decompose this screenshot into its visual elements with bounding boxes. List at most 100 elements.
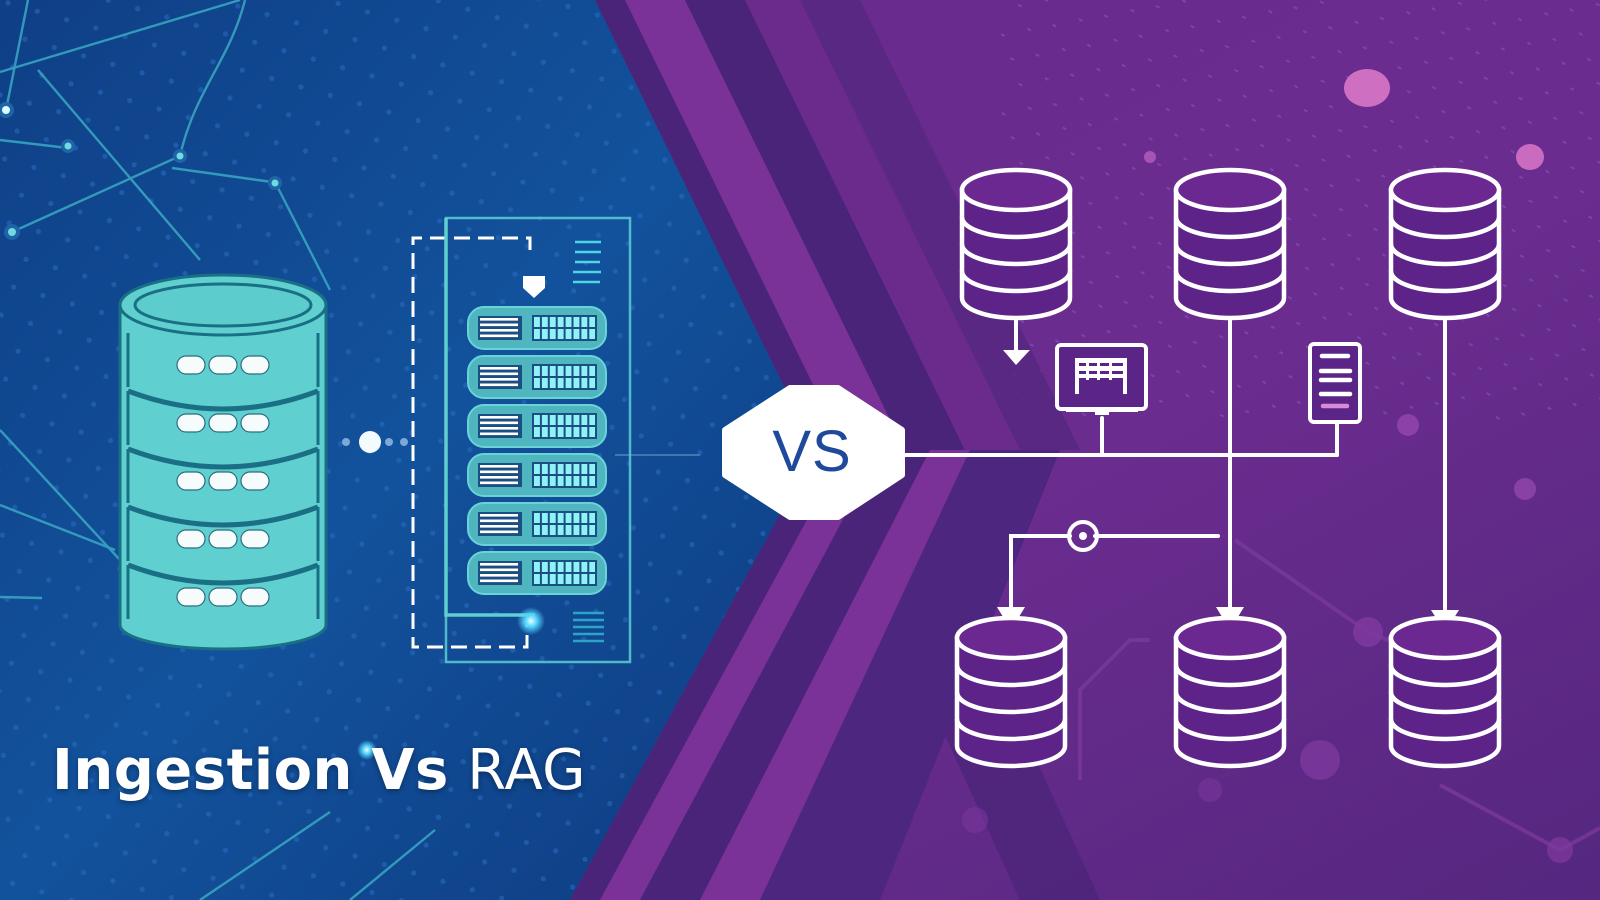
database-top [954,615,1068,661]
database-body [954,635,1068,769]
rack-port-line [480,530,518,534]
rag-connectors [900,316,1447,612]
database-slot [208,471,238,491]
rack-port-line [480,383,518,387]
database-ring [1173,691,1287,715]
title-ingestion: Ingestion [52,738,353,803]
database-ring [1388,664,1502,688]
rack-port-line [480,427,518,430]
database-segment-divider [127,446,319,470]
upper-stripes [595,0,1080,450]
database-ring [954,691,1068,715]
target-database-icon [1388,615,1502,769]
database-slot [176,587,206,607]
rack-unit [467,502,607,546]
rack-unit [467,551,607,595]
database-body [959,187,1073,321]
database-slot [208,587,238,607]
rack-port-line [480,481,518,485]
rack-port-line [480,334,518,338]
database-ring [959,270,1073,294]
glow-node [517,607,545,635]
server-rack-icon [467,306,607,595]
rack-port-line [480,579,518,583]
source-database-icon [1388,167,1502,321]
database-slot [176,529,206,549]
dashed-flow-path [411,236,532,649]
monitor-icon [1055,343,1148,415]
rag-databases [954,167,1502,769]
rack-port-line [480,465,518,468]
database-slot [208,413,238,433]
database-ring [954,664,1068,688]
database-slot [240,413,270,433]
title-vs: Vs [371,738,449,803]
database-ring [1173,270,1287,294]
rack-port-line [480,421,518,425]
download-arrow-icon [523,276,545,298]
database-slot [208,529,238,549]
rack-port-line [480,329,518,332]
rack-unit [467,404,607,448]
database-slot [208,355,238,375]
target-database-icon [1173,615,1287,769]
rack-port-line [480,470,518,474]
database-body [1388,187,1502,321]
rack-port-line [480,416,518,419]
database-ring [1173,664,1287,688]
database-ring [954,718,1068,742]
rack-inner-line [444,218,535,617]
rack-unit [467,306,607,350]
rack-port-line [480,432,518,436]
database-top [1388,615,1502,661]
menu-lines-bottom-icon [573,611,604,643]
vs-badge [722,385,905,520]
network-lines [0,0,700,900]
database-body [1173,635,1287,769]
database-ring [1173,216,1287,240]
target-database-icon [954,615,1068,769]
rack-port-line [480,563,518,566]
title-rag: RAG [467,738,587,803]
database-body [1388,635,1502,769]
database-top [959,167,1073,213]
database-slot [240,471,270,491]
database-slot [176,471,206,491]
rack-port-line [480,568,518,572]
database-top [1173,167,1287,213]
rack-port-line [480,378,518,381]
rack-port-line [480,525,518,528]
database-body [1173,187,1287,321]
source-database-icon [959,167,1073,321]
rack-port-line [480,372,518,376]
database-slot [176,355,206,375]
blue-dot-texture [0,0,815,900]
network-nodes [0,102,377,760]
connector-dots-icon [342,431,408,453]
database-slot [240,529,270,549]
database-ring [1388,691,1502,715]
database-ring [1388,243,1502,267]
node-connector-icon [1067,520,1099,552]
page-title: Ingestion Vs RAG [52,738,586,818]
rack-port-line [480,476,518,479]
database-slot [240,587,270,607]
database-ring [959,216,1073,240]
rack-unit [467,453,607,497]
database-ring [1388,216,1502,240]
rack-unit [467,355,607,399]
database-segment-divider [127,388,319,412]
database-slot [176,413,206,433]
rack-port-line [480,519,518,523]
database-top [1388,167,1502,213]
database-icon [118,273,328,651]
database-ring [1173,718,1287,742]
database-top [1173,615,1287,661]
database-segment-divider [127,562,319,586]
database-segment-divider [127,504,319,528]
database-slot [240,355,270,375]
database-ring [1173,243,1287,267]
rack-port-line [480,514,518,517]
database-ring [1388,270,1502,294]
